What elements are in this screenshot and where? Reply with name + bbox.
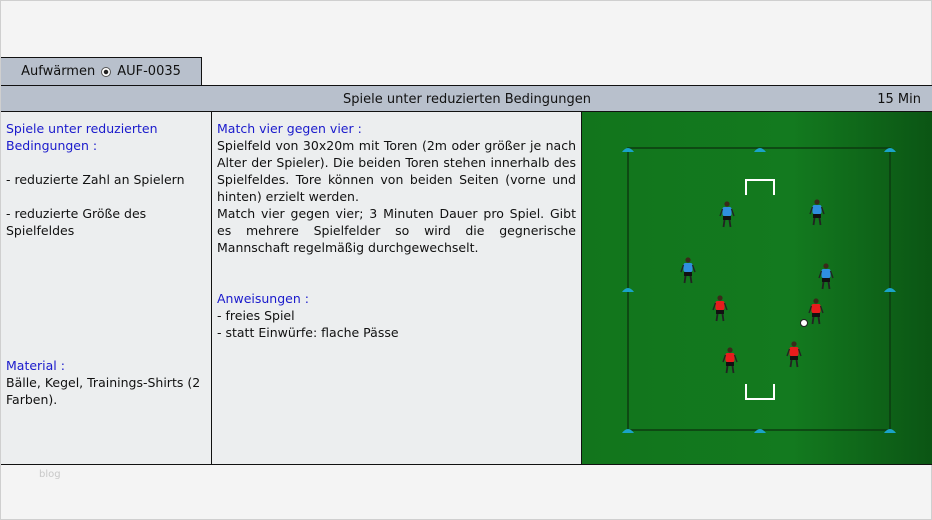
ball-icon [800,319,808,327]
material-heading: Material : [6,358,65,373]
exercise-tab[interactable]: Aufwärmen AUF-0035 [1,57,202,85]
instructions-heading: Anweisungen : [217,291,309,306]
instruction-item: - freies Spiel [217,308,295,323]
field-diagram [582,112,932,464]
goal-bottom-icon [745,384,775,400]
soccer-field-diagram [582,112,932,464]
tab-category: Aufwärmen [21,64,96,79]
tab-code: AUF-0035 [117,64,181,79]
left-column: Spiele unter reduzierten Bedingungen : -… [1,112,212,464]
exercise-header: Spiele unter reduzierten Bedingungen 15 … [1,85,932,112]
material-text: Bälle, Kegel, Trainings-Shirts (2 Farben… [6,375,201,407]
left-point: - reduzierte Zahl an Spielern [6,172,185,187]
left-point: - reduzierte Größe des Spielfeldes [6,206,147,238]
description-paragraph: Match vier gegen vier; 3 Minuten Dauer p… [217,206,576,255]
description-paragraph: Spielfeld von 30x20m mit Toren (2m oder … [217,138,576,204]
left-heading: Spiele unter reduzierten Bedingungen : [6,121,158,153]
description-heading: Match vier gegen vier : [217,121,362,136]
soccer-ball-icon [101,66,112,77]
exercise-duration: 15 Min [877,92,921,107]
exercise-content: Spiele unter reduzierten Bedingungen : -… [1,112,932,465]
goal-top-icon [745,179,775,195]
instruction-item: - statt Einwürfe: flache Pässe [217,325,399,340]
exercise-title: Spiele unter reduzierten Bedingungen [343,92,591,107]
material-section: Material : Bälle, Kegel, Trainings-Shirt… [6,357,206,408]
footer-text: blog [39,469,61,480]
cone-icons [622,148,896,433]
middle-column: Match vier gegen vier : Spielfeld von 30… [212,112,582,464]
